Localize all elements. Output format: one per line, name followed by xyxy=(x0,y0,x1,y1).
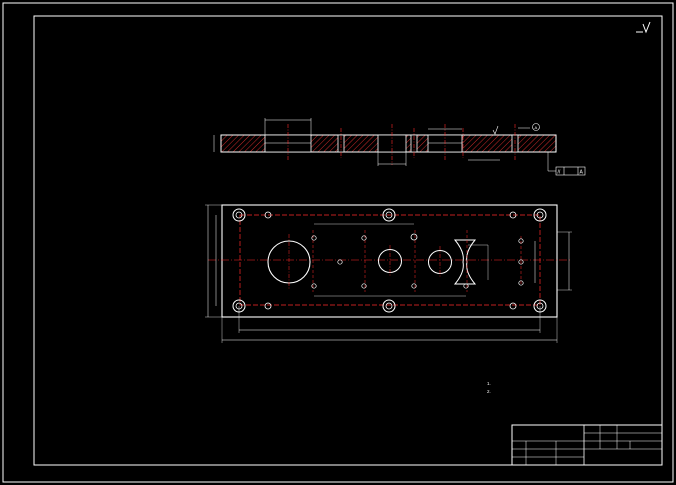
section-view: A // A xyxy=(213,118,586,176)
datum-circle xyxy=(532,123,540,131)
tolerance-frame: // A xyxy=(555,166,586,176)
tapped-hole xyxy=(264,302,272,310)
tapped-hole xyxy=(311,283,317,289)
bolt-hole xyxy=(382,299,396,313)
bolt-hole xyxy=(382,208,396,222)
tapped-hole xyxy=(518,259,524,265)
datum-label: A xyxy=(535,125,538,130)
tapped-hole xyxy=(361,283,367,289)
plan-plate-outline xyxy=(221,204,558,318)
inner-frame xyxy=(33,15,663,466)
tapped-hole xyxy=(311,235,317,241)
notes-line-2: 2. xyxy=(487,389,491,394)
tolerance-symbol: // xyxy=(558,170,561,176)
title-block xyxy=(511,424,663,466)
tapped-hole xyxy=(411,283,417,289)
roughness-mark-icon xyxy=(636,21,651,34)
bolt-hole xyxy=(232,208,246,222)
tapped-hole xyxy=(518,280,524,286)
tapped-hole xyxy=(518,238,524,244)
section-roughness-icon xyxy=(492,125,499,135)
technical-notes: 1. 2. xyxy=(487,381,491,394)
notes-line-1: 1. xyxy=(487,381,491,386)
bolt-hole xyxy=(533,208,547,222)
tolerance-datum: A xyxy=(580,170,584,176)
tapped-hole xyxy=(509,302,517,310)
tapped-hole xyxy=(361,235,367,241)
tapped-hole xyxy=(463,283,469,289)
hourglass-slot xyxy=(453,239,477,285)
tapped-hole xyxy=(337,259,343,265)
tapped-hole xyxy=(410,233,418,241)
tapped-hole xyxy=(264,211,272,219)
plan-view xyxy=(205,204,572,343)
tapped-hole xyxy=(509,211,517,219)
